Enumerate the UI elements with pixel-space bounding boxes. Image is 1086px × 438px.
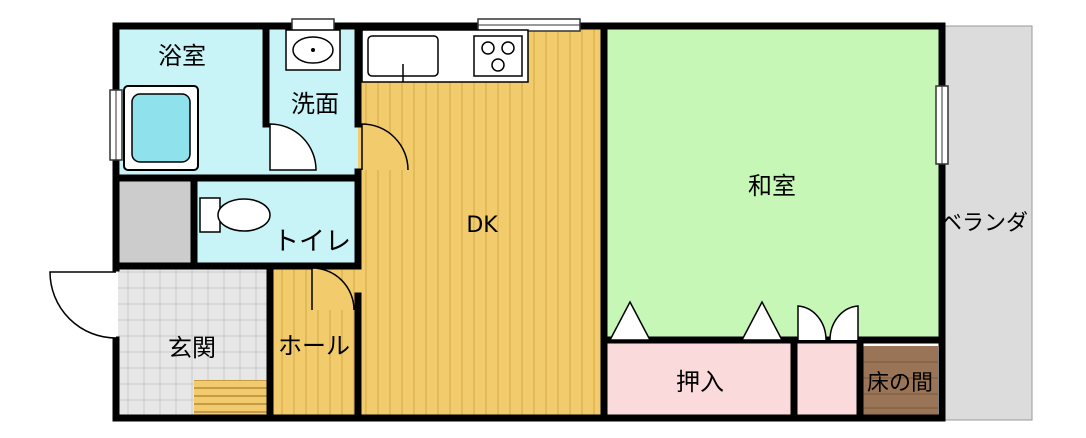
washitsu-floor [606,26,940,342]
door-washroom [269,123,317,171]
storage-gray [118,180,194,266]
kitchen-counter [361,29,529,83]
doors [49,123,859,341]
label-toilet: トイレ [273,227,351,257]
closet-small-floor [796,342,860,416]
door-dk [361,123,409,171]
label-oshiire: 押入 [676,368,724,396]
tokonoma-grain [862,361,938,409]
toilet-fixture [199,197,271,233]
label-entrance: 玄関 [168,334,216,362]
wash-basin [285,29,341,71]
entrance-step-texture [194,380,268,416]
door-entrance [49,271,117,339]
closet-door-left [608,300,652,341]
windows [109,18,949,165]
stove [473,35,523,77]
oshiire-floor [606,342,792,416]
label-tokonoma: 床の間 [867,371,933,396]
bathtub [123,85,199,171]
veranda-area [939,25,1033,421]
closet-small-door-right [829,305,859,341]
label-dk: DK [466,213,498,238]
label-washitsu: 和室 [748,172,796,200]
label-veranda: ベランダ [940,211,1028,236]
tokonoma-floor [862,346,938,416]
door-hall [311,267,355,311]
closet-small-door-left [797,305,827,341]
window-washroom [291,18,335,32]
label-hall: ホール [278,332,350,360]
closet-door-right [740,300,784,341]
dk-floor-texture [358,26,602,416]
label-bath: 浴室 [158,42,206,70]
label-washroom: 洗面 [291,90,339,118]
